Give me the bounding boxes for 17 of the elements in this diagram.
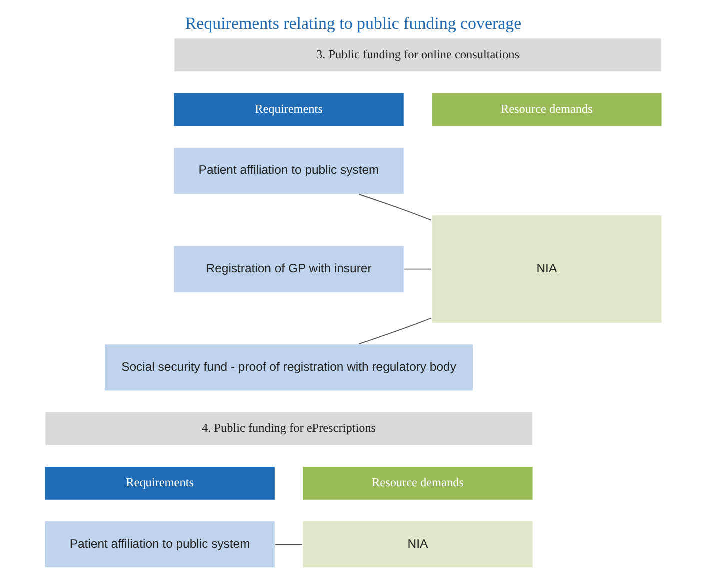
node-box: NIA <box>430 214 662 324</box>
node-box: 3. Public funding for online consultations <box>173 38 662 73</box>
connector <box>358 194 432 221</box>
node-box: Requirements <box>44 466 276 501</box>
node-box: Resource demands <box>302 466 534 501</box>
node-box: Registration of GP with insurer <box>172 245 404 294</box>
node-box: Patient affiliation to public system <box>44 520 276 569</box>
node-box: NIA <box>302 520 534 569</box>
connector <box>403 268 432 270</box>
node-box: Resource demands <box>430 92 662 128</box>
node-box: Patient affiliation to public system <box>172 146 404 195</box>
connector <box>358 318 432 345</box>
node-box: 4. Public funding for ePrescriptions <box>44 411 533 446</box>
diagram-title: Requirements relating to public funding coverage <box>184 14 522 34</box>
connector <box>274 544 302 546</box>
node-box: Requirements <box>172 92 404 128</box>
node-box: Social security fund - proof of registration with regulatory body <box>104 344 474 392</box>
